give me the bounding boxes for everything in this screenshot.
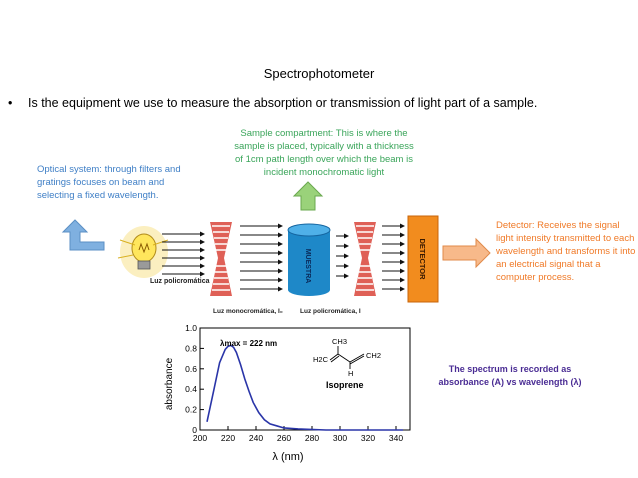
- ray-arrowhead: [344, 273, 349, 279]
- y-tick-label: 0.2: [185, 405, 197, 415]
- ray-arrowhead: [344, 243, 349, 249]
- x-tick-label: 240: [249, 433, 263, 443]
- ray-arrowhead: [344, 263, 349, 269]
- optical-system-note: Optical system: through filters and grat…: [37, 164, 181, 201]
- ray-arrowhead: [278, 286, 283, 292]
- sample-compartment-note: Sample compartment: This is where the sa…: [234, 128, 414, 178]
- mono-light-label: Luz monocromática, I₀: [213, 308, 283, 315]
- light-rays-3: [336, 223, 405, 292]
- ray-arrowhead: [278, 250, 283, 256]
- x-axis-label: λ (nm): [272, 451, 303, 463]
- ray-arrowhead: [400, 250, 405, 256]
- y-tick-label: 0.6: [185, 364, 197, 374]
- ray-arrowhead: [200, 263, 205, 269]
- x-tick-label: 220: [221, 433, 235, 443]
- ray-arrowhead: [278, 268, 283, 274]
- molecule-ch3: CH3: [332, 337, 347, 346]
- molecule-h2c: H2C: [313, 355, 329, 364]
- bullet-symbol: •: [8, 96, 13, 110]
- x-tick-label: 300: [333, 433, 347, 443]
- ray-arrowhead: [200, 239, 205, 245]
- lamp-bulb-icon: [117, 226, 169, 278]
- ray-arrowhead: [400, 268, 405, 274]
- ray-arrowhead: [400, 286, 405, 292]
- bullet-text: Is the equipment we use to measure the a…: [28, 96, 538, 110]
- x-tick-label: 320: [361, 433, 375, 443]
- ray-arrowhead: [400, 223, 405, 229]
- x-tick-label: 260: [277, 433, 291, 443]
- sample-cylinder: [287, 223, 331, 296]
- ray-arrowhead: [344, 253, 349, 259]
- ray-arrowhead: [200, 255, 205, 261]
- ray-arrowhead: [400, 259, 405, 265]
- y-axis-label: absorbance: [164, 357, 175, 410]
- ray-arrowhead: [278, 241, 283, 247]
- ray-arrowhead: [278, 232, 283, 238]
- y-tick-label: 0.4: [185, 384, 197, 394]
- orange-right-arrow: [442, 237, 491, 269]
- x-tick-label: 340: [389, 433, 403, 443]
- bullet-point: • Is the equipment we use to measure the …: [8, 96, 537, 110]
- isoprene-structure: CH3 H2C CH2 H Isoprene: [313, 337, 381, 390]
- ray-arrowhead: [200, 231, 205, 237]
- ray-arrowhead: [400, 232, 405, 238]
- y-tick-labels: 0 0.2 0.4 0.6 0.8 1.0: [185, 323, 197, 435]
- ray-arrowhead: [200, 271, 205, 277]
- absorbance-chart: 200 220 240 260 280 300 320 340 0 0.2 0.4 0.6 0.8 1.…: [164, 323, 411, 463]
- x-tick-label: 280: [305, 433, 319, 443]
- ray-arrowhead: [278, 277, 283, 283]
- ray-arrowhead: [278, 259, 283, 265]
- monochromator-prism: [210, 222, 232, 296]
- molecule-h: H: [348, 369, 353, 378]
- detector-box: [407, 215, 439, 303]
- light-rays-2: [240, 223, 283, 292]
- lambda-max-annotation: λmax = 222 nm: [220, 339, 277, 348]
- y-tick-label: 0.8: [185, 343, 197, 353]
- detector-label: DETECTOR: [418, 238, 427, 280]
- y-tick-label: 1.0: [185, 323, 197, 333]
- sample-label: MUESTRA: [304, 249, 311, 284]
- ray-arrowhead: [400, 277, 405, 283]
- poly-light-label: Luz policromática, I: [300, 308, 361, 315]
- plot-frame: [199, 327, 411, 431]
- ray-arrowhead: [278, 223, 283, 229]
- ray-arrowhead: [200, 247, 205, 253]
- light-rays-1: [162, 231, 205, 277]
- y-tick-label: 0: [192, 425, 197, 435]
- spectrum-note: The spectrum is recorded as absorbance (…: [438, 364, 582, 387]
- second-prism: [354, 222, 376, 296]
- x-tick-label: 200: [193, 433, 207, 443]
- spectrophotometer-diagram: Luz policromática MUESTRA DETECTOR Luz m…: [61, 181, 491, 315]
- lamp-label: Luz policromática: [150, 278, 210, 285]
- green-up-arrow: [292, 181, 324, 211]
- absorbance-curve: [206, 344, 403, 431]
- ray-arrowhead: [344, 233, 349, 239]
- molecule-ch2: CH2: [366, 351, 381, 360]
- tick-marks: [199, 327, 397, 431]
- page-title: Spectrophotometer: [263, 66, 375, 81]
- blue-l-arrow: [61, 219, 105, 251]
- molecule-name: Isoprene: [326, 380, 364, 390]
- detector-note: Detector: Receives the signal light inte…: [496, 220, 636, 283]
- ray-arrowhead: [400, 241, 405, 247]
- x-tick-labels: 200 220 240 260 280 300 320 340: [193, 433, 403, 443]
